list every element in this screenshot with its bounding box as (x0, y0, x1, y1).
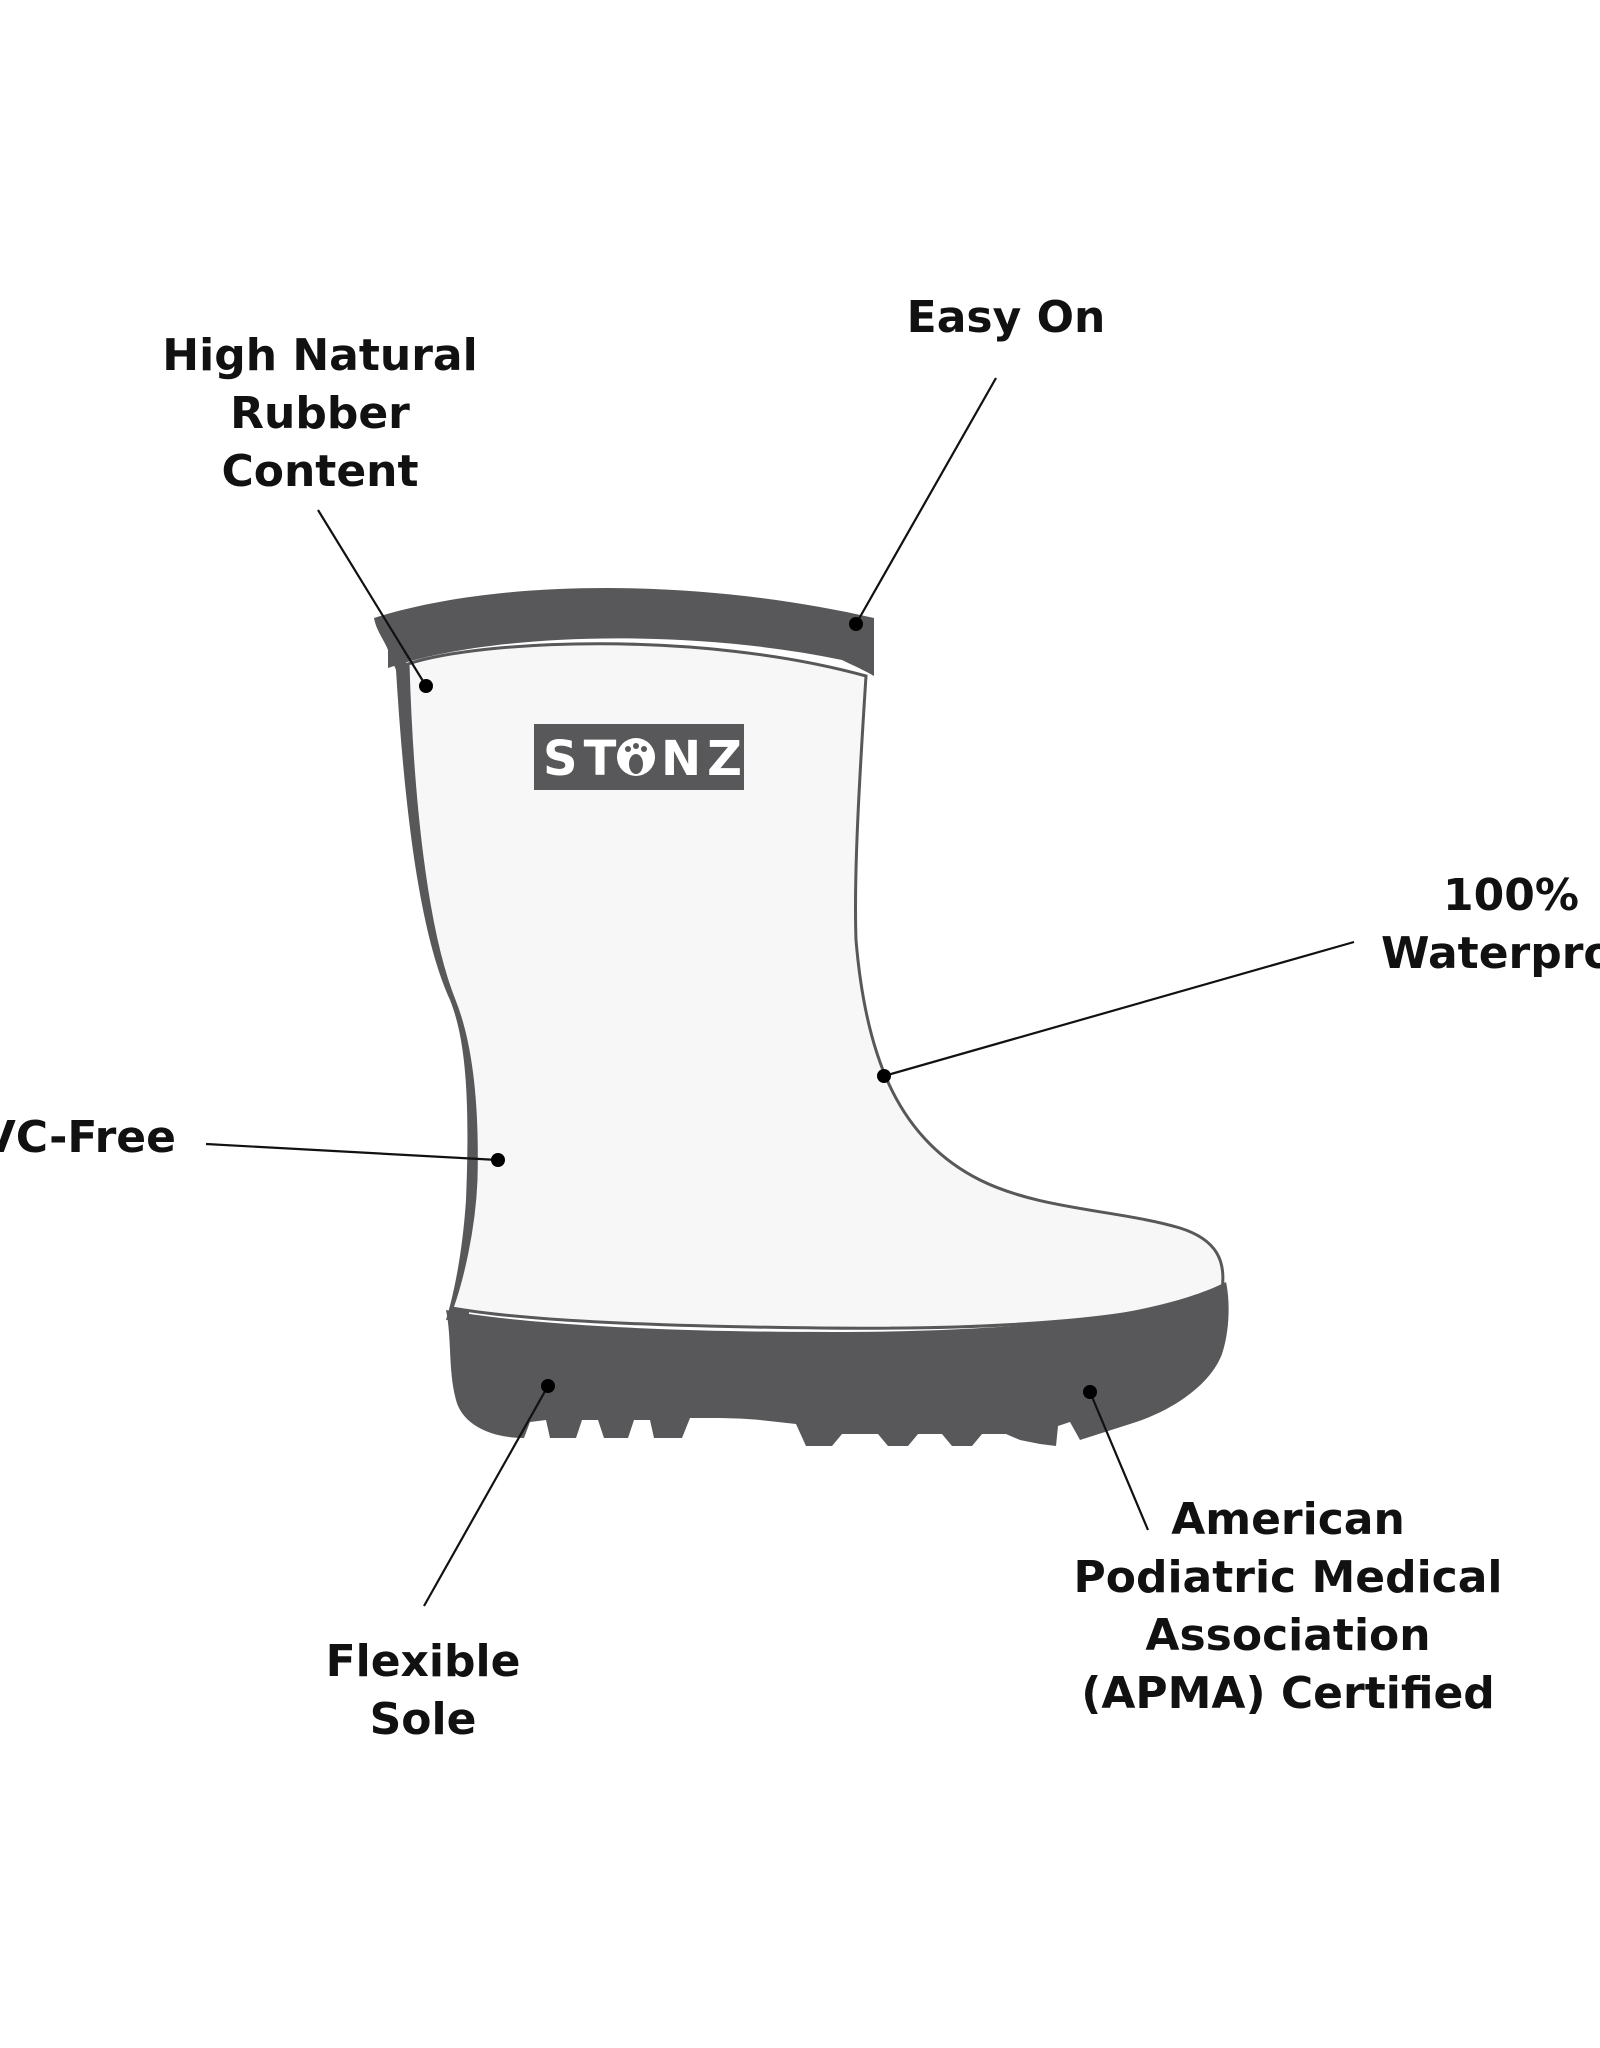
callout-pvc-free-leader (205, 1142, 499, 1162)
callout-flexible-sole-line1: Flexible (326, 1636, 521, 1687)
callout-rubber-dot (419, 679, 433, 693)
callout-flexible-sole-dot (541, 1379, 555, 1393)
callout-easy-on-dot (849, 617, 863, 631)
callout-rubber-leader (317, 509, 427, 687)
logo-text-left: ST (543, 731, 622, 787)
brand-logo: ST NZ (534, 724, 748, 790)
callout-rubber: High Natural Rubber Content (162, 330, 478, 693)
callout-rubber-line3: Content (221, 446, 418, 497)
callout-waterproof: 100% Waterproof (877, 870, 1600, 1083)
callout-apma: American Podiatric Medical Association (… (1073, 1385, 1503, 1719)
logo-text-right: NZ (661, 731, 748, 787)
callout-easy-on-line1: Easy On (907, 292, 1106, 343)
footprint-icon (617, 738, 655, 776)
callout-waterproof-leader (883, 940, 1355, 1078)
callout-rubber-line1: High Natural (162, 330, 477, 381)
callout-apma-dot (1083, 1385, 1097, 1399)
boot-body (406, 642, 1225, 1330)
callout-apma-leader (1088, 1391, 1150, 1531)
callout-flexible-sole: Flexible Sole (326, 1379, 555, 1745)
callout-waterproof-line2: Waterproof (1381, 928, 1600, 979)
callout-pvc-free: PVC-Free (0, 1112, 505, 1167)
rain-boot: ST NZ (374, 588, 1229, 1446)
callout-easy-on-leader (855, 377, 997, 625)
callout-apma-line4: (APMA) Certified (1081, 1668, 1495, 1719)
callout-apma-line2: Podiatric Medical (1073, 1552, 1502, 1603)
callout-easy-on: Easy On (849, 292, 1105, 631)
callout-pvc-free-dot (491, 1153, 505, 1167)
callout-apma-line1: American (1171, 1494, 1405, 1545)
boot-cuff (374, 588, 874, 676)
callout-flexible-sole-leader (423, 1385, 549, 1607)
boot-shaft-back-edge (388, 650, 480, 1320)
boot-outsole (446, 1282, 1229, 1446)
callout-rubber-line2: Rubber (230, 388, 410, 439)
callout-waterproof-dot (877, 1069, 891, 1083)
callout-pvc-free-line1: PVC-Free (0, 1112, 176, 1163)
callout-flexible-sole-line2: Sole (370, 1694, 477, 1745)
callout-apma-line3: Association (1145, 1610, 1430, 1661)
callout-waterproof-line1: 100% (1443, 870, 1579, 921)
